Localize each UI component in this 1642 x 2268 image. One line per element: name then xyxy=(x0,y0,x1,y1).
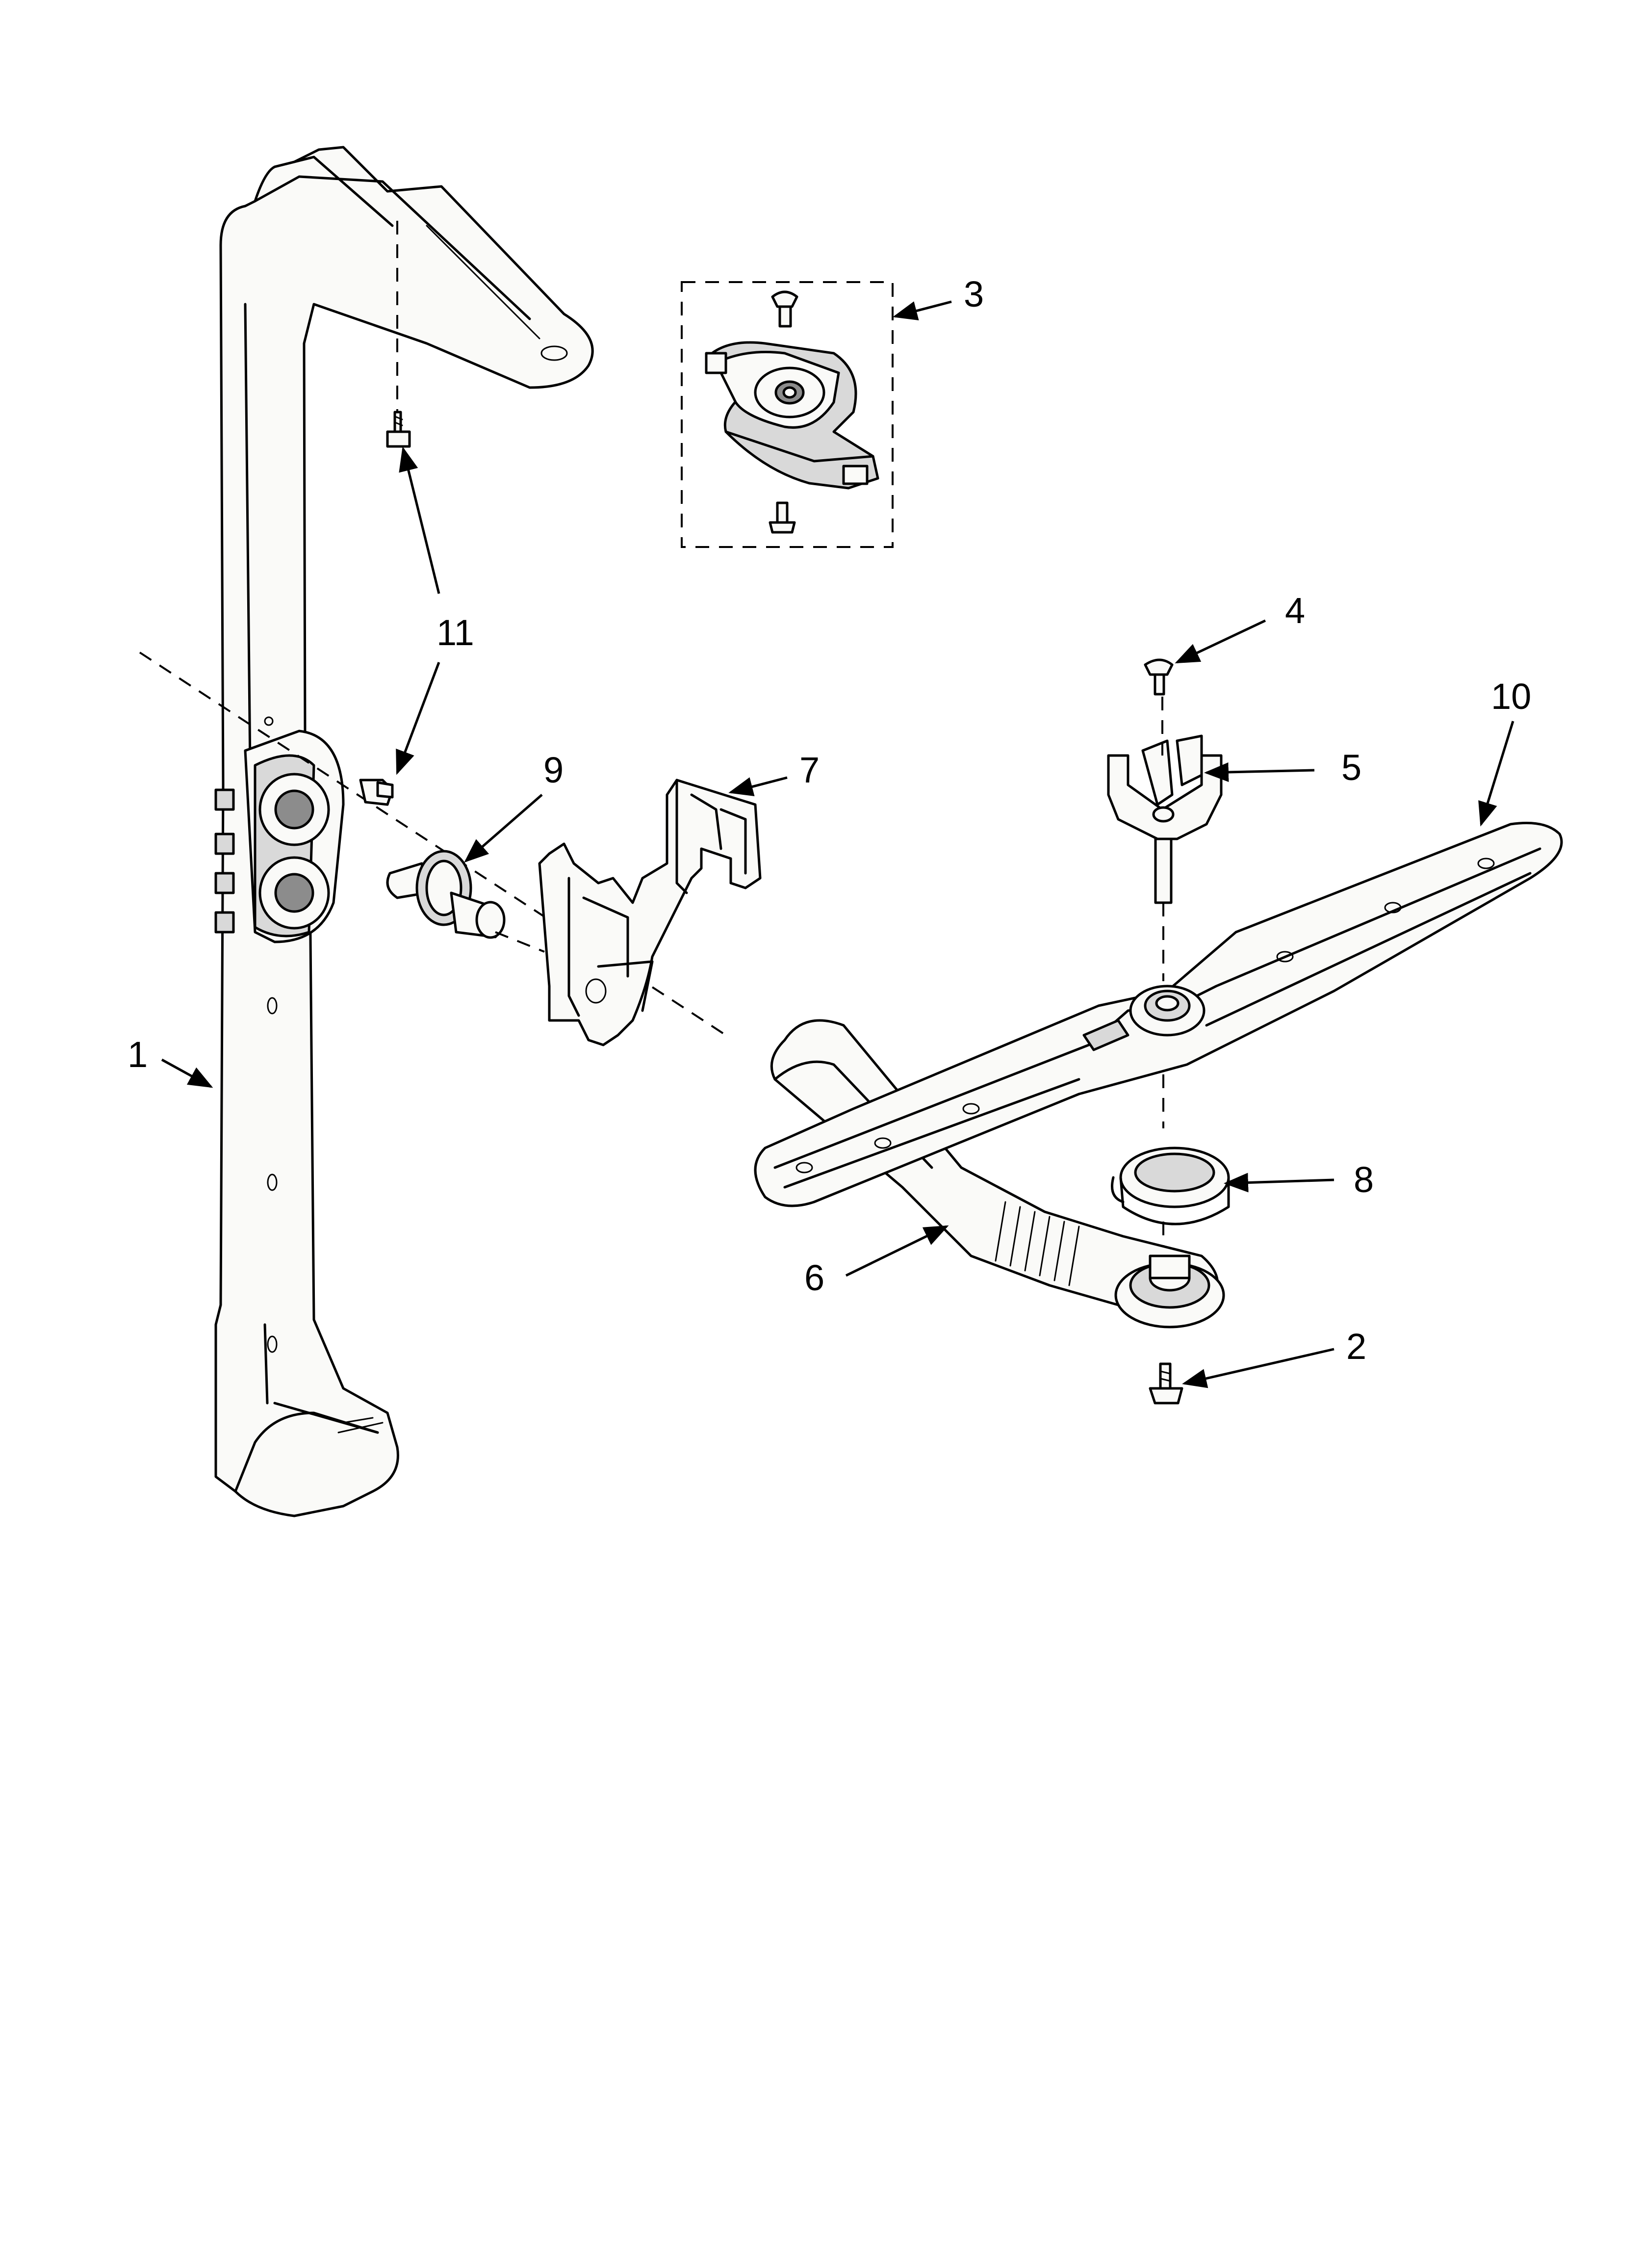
callout-11: 11 xyxy=(396,446,474,775)
manifold-assembly-part[interactable] xyxy=(681,281,894,548)
callout-7: 7 xyxy=(728,750,820,796)
callout-6: 6 xyxy=(804,1225,949,1298)
screw-part[interactable] xyxy=(359,779,394,806)
callout-label-4: 4 xyxy=(1285,590,1305,631)
callout-label-7: 7 xyxy=(799,750,820,790)
callout-label-11: 11 xyxy=(436,612,474,653)
callout-4: 4 xyxy=(1175,590,1305,664)
callout-8: 8 xyxy=(1224,1159,1374,1200)
screw-part[interactable] xyxy=(1149,1362,1183,1405)
callout-label-2: 2 xyxy=(1346,1326,1366,1367)
callout-label-3: 3 xyxy=(964,274,984,314)
spray-arm-part[interactable] xyxy=(754,822,1563,1207)
bracket-part[interactable] xyxy=(538,779,762,1046)
callout-label-8: 8 xyxy=(1354,1159,1374,1200)
callout-2: 2 xyxy=(1182,1326,1366,1388)
callout-5: 5 xyxy=(1204,747,1361,788)
callout-label-9: 9 xyxy=(543,750,564,790)
supply-tube-part[interactable] xyxy=(214,146,594,1517)
callout-1: 1 xyxy=(128,1034,213,1088)
screw-part[interactable] xyxy=(1144,658,1174,696)
retainer-clip-part[interactable] xyxy=(1107,734,1223,904)
callout-label-5: 5 xyxy=(1341,747,1361,788)
callout-label-6: 6 xyxy=(804,1257,824,1298)
callout-10: 10 xyxy=(1478,676,1531,827)
axis-line xyxy=(495,931,545,953)
seal-ring-part[interactable] xyxy=(1111,1147,1230,1225)
callout-label-10: 10 xyxy=(1491,676,1531,717)
screw-part[interactable] xyxy=(386,411,411,448)
callout-label-1: 1 xyxy=(128,1034,148,1075)
callout-9: 9 xyxy=(464,750,564,863)
callout-3: 3 xyxy=(893,274,984,320)
valve-part[interactable] xyxy=(386,850,506,939)
